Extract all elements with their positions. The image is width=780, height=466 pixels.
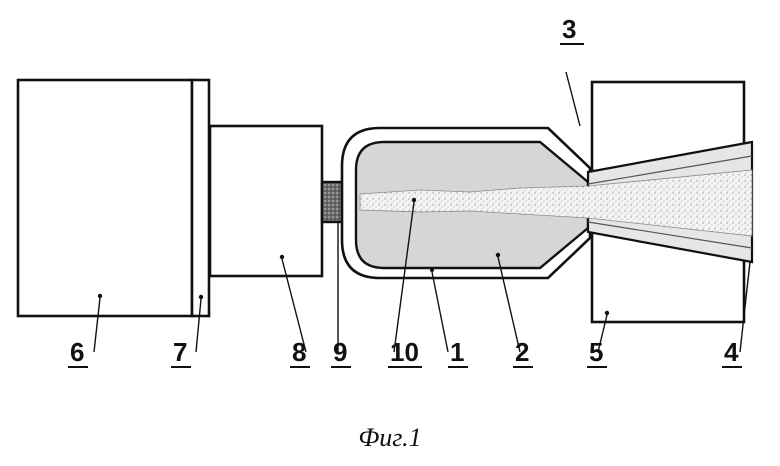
marker-dot-8 [280,255,284,259]
label-6: 6 [70,337,84,367]
block-6 [18,80,192,316]
leader-line-1 [432,272,448,352]
label-5: 5 [589,337,603,367]
label-3: 3 [562,14,576,44]
label-4: 4 [724,337,739,367]
marker-dot-1 [430,268,434,272]
label-1: 1 [450,337,464,367]
label-9: 9 [333,337,347,367]
label-8: 8 [292,337,306,367]
marker-dot-5 [605,311,609,315]
figure-caption: Фиг.1 [358,423,421,452]
label-2: 2 [515,337,529,367]
marker-dot-10 [412,198,416,202]
label-10: 10 [390,337,419,367]
marker-dot-7 [199,295,203,299]
label-7: 7 [173,337,187,367]
marker-dot-2 [496,253,500,257]
leader-line-3 [566,72,580,126]
block-8 [210,126,322,276]
plate-7 [192,80,209,316]
marker-dot-6 [98,294,102,298]
